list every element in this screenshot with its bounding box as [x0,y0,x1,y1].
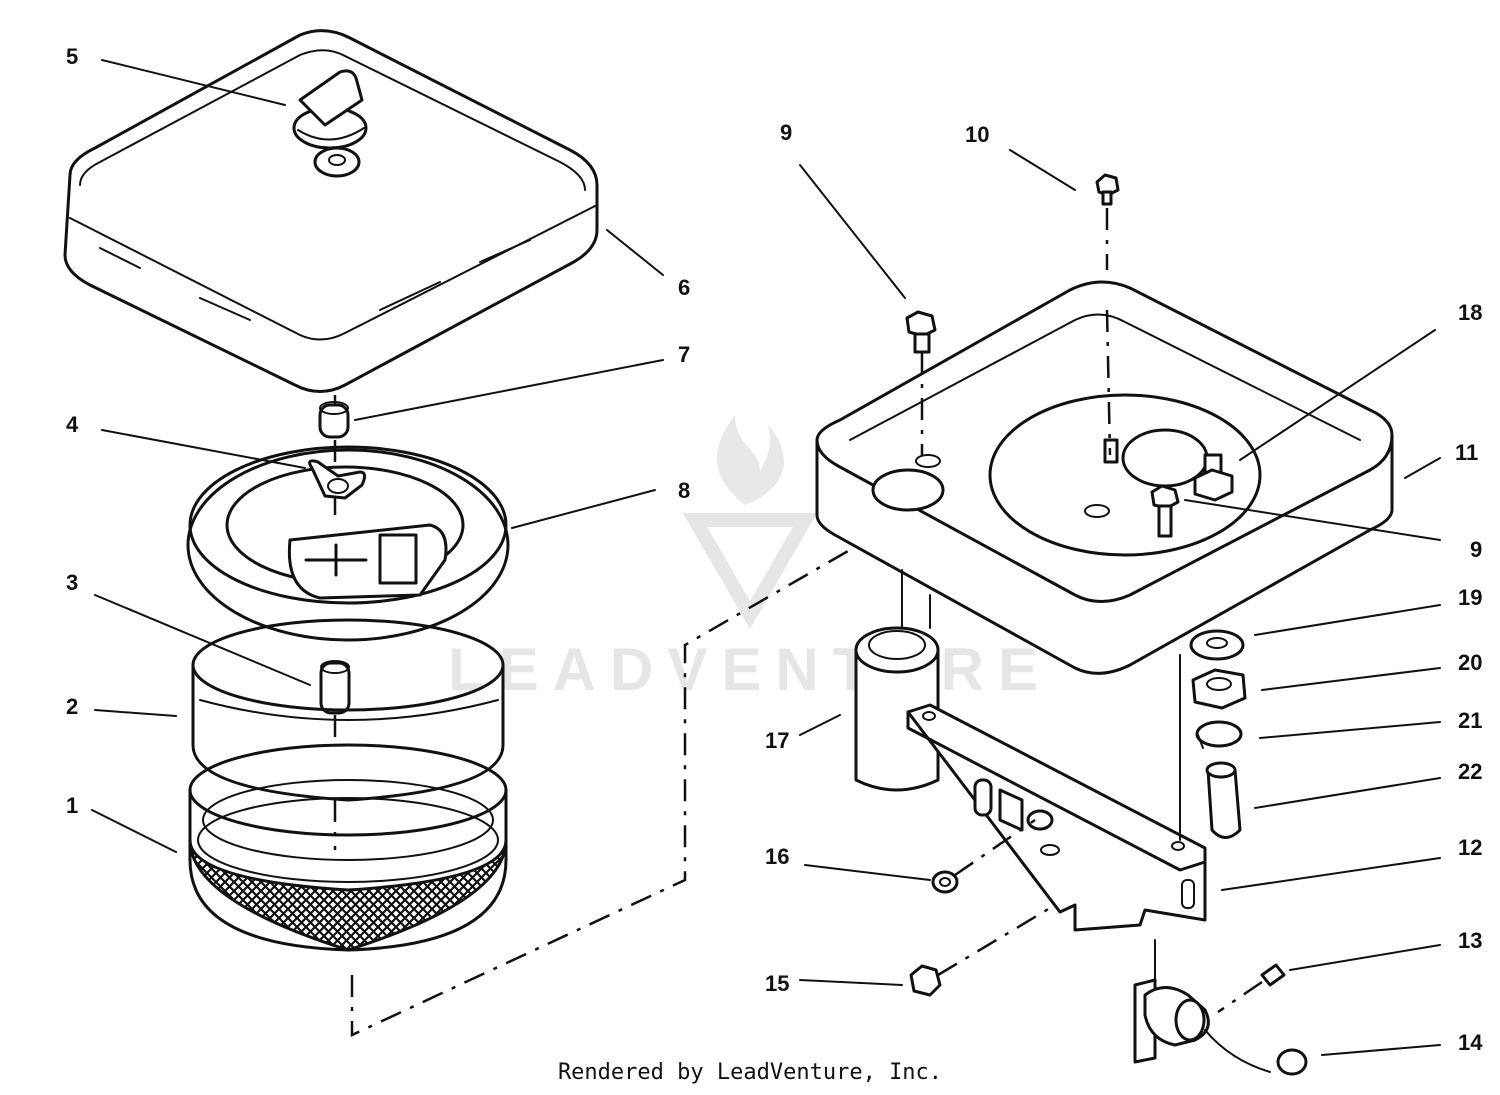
part-10-screw [1095,173,1120,456]
callout-18: 18 [1458,300,1482,325]
part-9-bolt-lower [1150,484,1180,538]
part-5-knob [292,69,368,178]
callout-8: 8 [678,478,690,503]
callout-5: 5 [66,44,78,69]
callout-16: 16 [765,844,789,869]
callout-7: 7 [678,342,690,367]
watermark-text: LEADVENTURE [448,636,1052,703]
leader-lines [91,59,1441,1056]
part-7-spacer [318,401,350,439]
callout-15: 15 [765,971,789,996]
right-assembly [815,173,1394,1076]
part-3-spacer [319,660,351,715]
part-20-nut [1191,668,1247,710]
callout-17: 17 [765,728,789,753]
callout-9-top: 9 [780,120,792,145]
callout-2: 2 [66,694,78,719]
part-2-precleaner [191,618,505,802]
callout-6: 6 [678,275,690,300]
part-11-base [815,280,1394,675]
callout-3: 3 [66,570,78,595]
callout-labels: 5 6 7 4 8 3 2 1 9 10 18 11 9 19 20 21 22… [66,44,1483,1055]
part-17-tube [854,569,940,792]
part-19-washer [1189,629,1245,661]
callout-12: 12 [1458,835,1482,860]
v-logo-icon [682,513,818,629]
part-9-bolt-top [905,310,937,455]
callout-9-side: 9 [1470,537,1482,562]
part-6-cover [63,29,599,393]
connector-line [350,398,1111,1037]
callout-20: 20 [1458,650,1482,675]
part-21-clamp [1195,720,1243,749]
left-assembly [63,29,599,952]
part-14-sensor [1133,939,1308,1076]
callout-10: 10 [965,122,989,147]
callout-21: 21 [1458,708,1482,733]
callout-19: 19 [1458,585,1482,610]
footer-credit: Rendered by LeadVenture, Inc. [557,1060,943,1085]
callout-1: 1 [66,793,78,818]
part-8-ring [186,445,510,642]
flame-logo-icon [716,415,784,505]
part-4-wingnut [308,459,367,500]
part-13-screw [1217,963,1286,1014]
part-16-nut [931,818,1036,894]
part-15-nut [909,903,1056,997]
part-12-bracket [906,654,1207,932]
callout-11: 11 [1455,440,1478,465]
part-22-hose [1205,761,1242,839]
watermark: LEADVENTURE [448,415,1052,703]
callout-14: 14 [1458,1030,1483,1055]
callout-4: 4 [66,412,79,437]
part-18-stud [1193,453,1234,502]
callout-13: 13 [1458,928,1482,953]
callout-22: 22 [1458,759,1482,784]
part-1-filter [188,743,508,952]
